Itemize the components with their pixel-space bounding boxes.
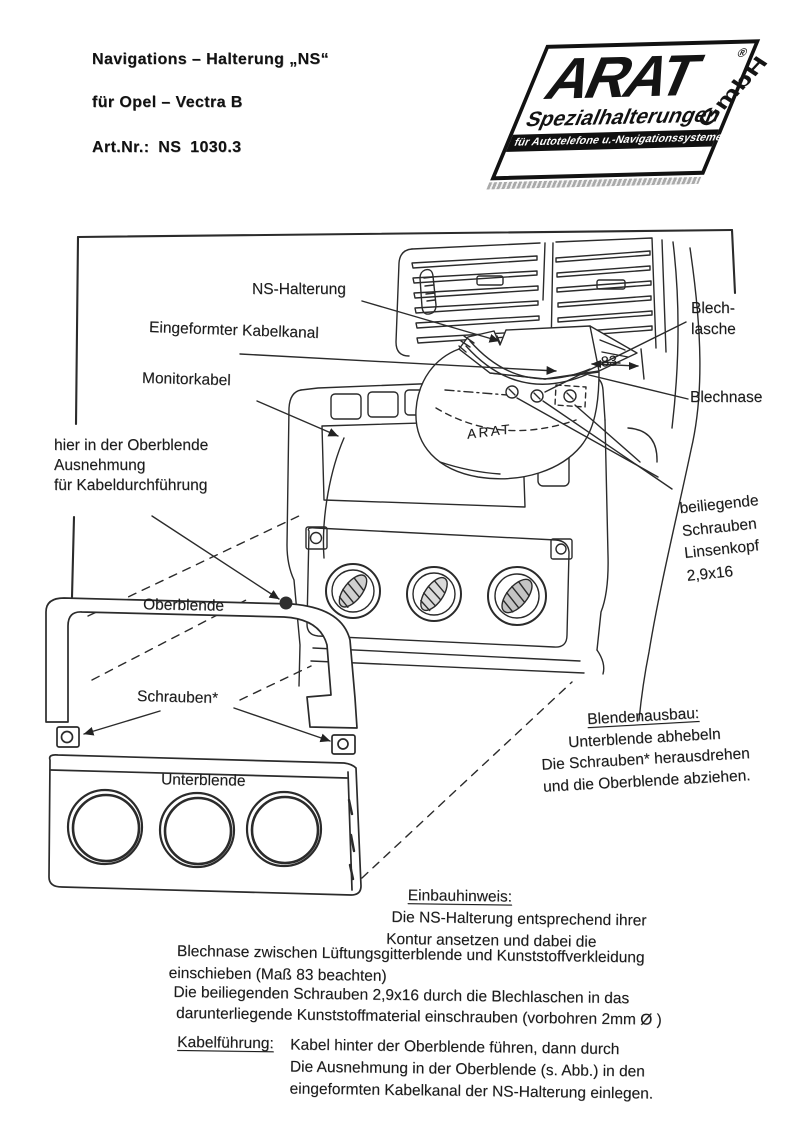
page-title: Navigations – Halterung „NS“ xyxy=(92,51,330,68)
kabelfuehrung-line: eingeformten Kabelkanal der NS-Halterung… xyxy=(289,1080,654,1103)
leader-screw-2 xyxy=(542,400,673,490)
leader-blechnase xyxy=(588,374,689,400)
leader-schrauben-right xyxy=(233,707,331,743)
article-number: Art.Nr.: NS 1030.3 xyxy=(92,139,242,156)
leader-ns-halterung xyxy=(361,300,500,343)
dimension-83-arrow xyxy=(591,348,645,380)
oberblende-frame xyxy=(45,596,358,755)
monitor-cable xyxy=(322,437,345,559)
leader-ausnehmung xyxy=(151,515,280,600)
drawing-frame xyxy=(70,228,737,599)
label-ausnehmung-note: hier in der Oberblende Ausnehmung für Ka… xyxy=(54,437,209,494)
screw-tab-dashed xyxy=(554,384,587,408)
label-blechnase: Blechnase xyxy=(690,389,763,406)
mount-screw xyxy=(563,389,577,403)
dashboard-right-edge xyxy=(627,239,701,721)
heater-knob xyxy=(406,566,462,622)
vent-grille-left xyxy=(395,242,541,357)
leader-lines xyxy=(83,300,689,743)
label-ns-halterung: NS-Halterung xyxy=(252,281,346,298)
vent-thumbwheel xyxy=(419,268,437,315)
mount-screw xyxy=(530,389,544,403)
page-subtitle-model: für Opel – Vectra B xyxy=(92,94,243,111)
mount-screw xyxy=(505,385,519,399)
unterblende-panel xyxy=(48,754,362,896)
ns-mount xyxy=(415,325,638,480)
leader-blechlasche xyxy=(544,321,687,393)
leader-screw-3 xyxy=(574,404,641,463)
projection-dash-lines xyxy=(87,514,573,879)
heater-knob xyxy=(487,566,547,626)
label-blechlasche: Blech- lasche xyxy=(691,300,736,338)
kabelfuehrung-line: Kabel hinter der Oberblende führen, dann… xyxy=(290,1036,620,1059)
heater-knob xyxy=(325,563,381,619)
leader-kabelkanal xyxy=(239,353,557,375)
cable-cutout-mark xyxy=(279,596,293,610)
leader-monitorkabel xyxy=(256,400,339,437)
leader-schrauben-left xyxy=(83,710,161,736)
kabelfuehrung-line: Die Ausnehmung in der Oberblende (s. Abb… xyxy=(289,1058,645,1081)
kabelfuehrung-heading: Kabelführung: xyxy=(177,1033,274,1053)
heater-panel xyxy=(305,526,573,648)
